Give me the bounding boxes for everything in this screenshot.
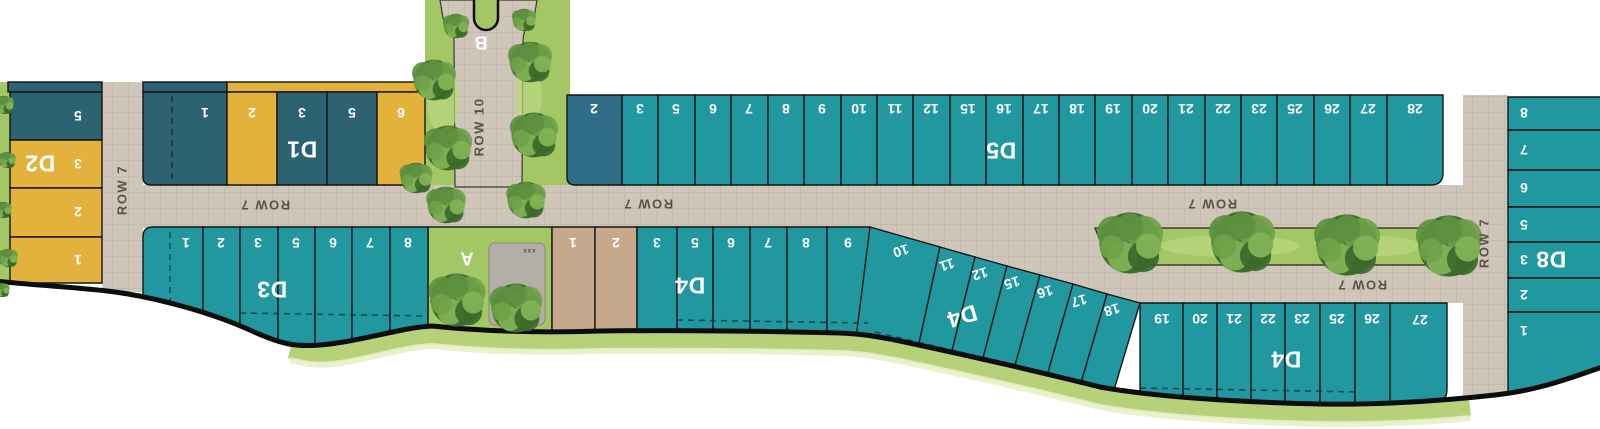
tree-icon bbox=[426, 186, 466, 224]
lot-D8-6[interactable] bbox=[1507, 169, 1600, 208]
tree-icon bbox=[0, 282, 10, 298]
setback-dashed-line bbox=[1139, 387, 1361, 393]
tree-icon bbox=[412, 59, 456, 101]
tree-icon bbox=[423, 125, 473, 171]
grass-verge bbox=[287, 327, 1471, 423]
tree-icon bbox=[1314, 214, 1380, 276]
tree-icon bbox=[1097, 212, 1163, 274]
outside-white bbox=[0, 284, 1600, 429]
tree-icon bbox=[489, 283, 543, 333]
tree-icon bbox=[0, 248, 18, 268]
lot-D8-2[interactable] bbox=[1507, 277, 1600, 313]
tree-icon bbox=[508, 41, 552, 83]
tree-icon bbox=[1209, 211, 1275, 273]
tree-icon bbox=[1416, 215, 1482, 277]
setback-dashed-line bbox=[239, 312, 429, 317]
tree-icon bbox=[0, 201, 12, 219]
lot-D8-3[interactable] bbox=[1507, 241, 1600, 279]
lot-D8-8[interactable] bbox=[1507, 96, 1600, 131]
setback-dashed-line bbox=[676, 319, 869, 324]
tree-icon bbox=[442, 13, 470, 39]
culdesac-island bbox=[472, 0, 500, 32]
lot-D5-28[interactable] bbox=[1386, 94, 1444, 186]
tree-icon bbox=[428, 273, 486, 327]
tree-icon bbox=[0, 95, 14, 115]
lot-D5-2[interactable] bbox=[566, 94, 623, 186]
tree-icon bbox=[511, 8, 537, 32]
tree-icon bbox=[509, 112, 559, 158]
tree-icon bbox=[399, 162, 433, 194]
grass-verge-light bbox=[289, 342, 1471, 428]
lot-D8-5[interactable] bbox=[1507, 206, 1600, 243]
edge-strip-west bbox=[0, 82, 10, 286]
lot-D1-1[interactable] bbox=[142, 91, 228, 186]
tree-icon bbox=[0, 151, 16, 169]
tree-icon bbox=[506, 181, 546, 219]
lot-D2-1[interactable] bbox=[9, 236, 103, 284]
lot-D8-7[interactable] bbox=[1507, 129, 1600, 171]
